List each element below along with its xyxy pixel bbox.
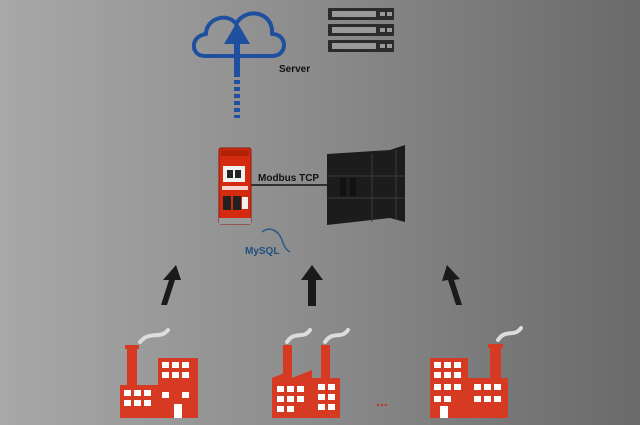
server-label: Server bbox=[279, 64, 310, 75]
server-rack-icon bbox=[328, 8, 394, 52]
factory-icon-center bbox=[272, 328, 350, 418]
arrow-up-icon-center bbox=[301, 265, 323, 306]
plc-controller-icon bbox=[327, 145, 405, 225]
protocol-label: Modbus TCP bbox=[258, 173, 319, 184]
more-factories-ellipsis: ... bbox=[376, 393, 388, 409]
arrow-up-icon-right bbox=[442, 265, 462, 305]
arrow-up-icon-left bbox=[161, 265, 181, 305]
factory-icon-left bbox=[120, 328, 198, 418]
factory-icon-right bbox=[430, 326, 523, 418]
mysql-logo-icon: MySQL bbox=[245, 228, 291, 257]
mysql-label: MySQL bbox=[245, 246, 279, 257]
cloud-upload-icon bbox=[191, 11, 286, 118]
gateway-device-icon bbox=[218, 147, 252, 225]
